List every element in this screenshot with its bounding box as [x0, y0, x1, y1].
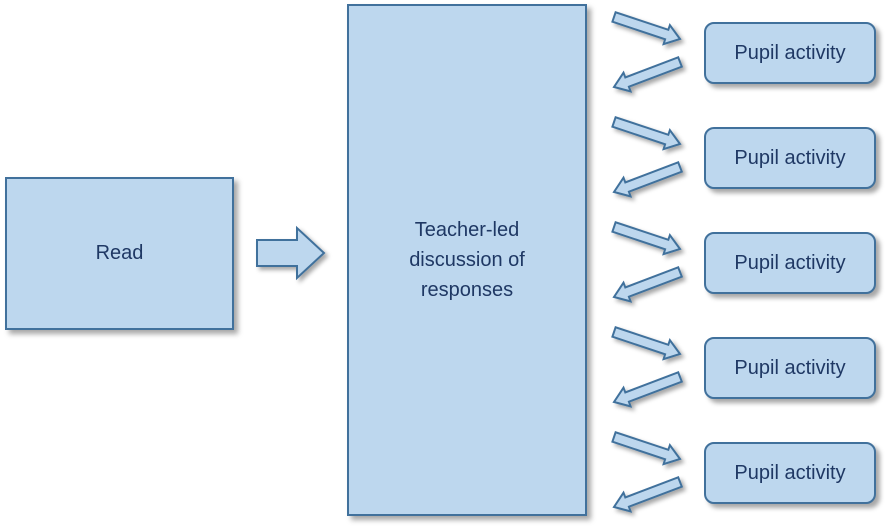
- arrow-to-pupil-activity-icon: [611, 326, 682, 361]
- pupil-activity-box: Pupil activity: [704, 337, 876, 399]
- right-arrow-icon: [256, 225, 326, 281]
- pupil-activity-label: Pupil activity: [734, 146, 846, 169]
- pupil-activity-box: Pupil activity: [704, 442, 876, 504]
- arrow-from-pupil-activity-icon: [612, 161, 684, 198]
- pupil-activity-box: Pupil activity: [704, 127, 876, 189]
- arrow-from-pupil-activity-icon: [612, 266, 684, 303]
- pupil-activity-label: Pupil activity: [734, 41, 846, 64]
- teacher-led-discussion-box: Teacher-led discussion of responses: [347, 4, 587, 516]
- teacher-led-discussion-label: Teacher-led discussion of responses: [409, 219, 525, 301]
- pupil-activity-box: Pupil activity: [704, 22, 876, 84]
- arrow-from-pupil-activity-icon: [612, 56, 684, 93]
- arrow-to-pupil-activity-icon: [611, 221, 682, 256]
- arrow-from-pupil-activity-icon: [612, 476, 684, 513]
- read-box: Read: [5, 177, 234, 330]
- read-label: Read: [95, 242, 144, 264]
- pupil-activity-box: Pupil activity: [704, 232, 876, 294]
- arrow-to-pupil-activity-icon: [611, 11, 682, 46]
- pupil-activity-label: Pupil activity: [734, 251, 846, 274]
- arrow-to-pupil-activity-icon: [611, 116, 682, 151]
- arrow-from-pupil-activity-icon: [612, 371, 684, 408]
- pupil-activity-label: Pupil activity: [734, 461, 846, 484]
- pupil-activity-label: Pupil activity: [734, 356, 846, 379]
- arrow-to-pupil-activity-icon: [611, 431, 682, 466]
